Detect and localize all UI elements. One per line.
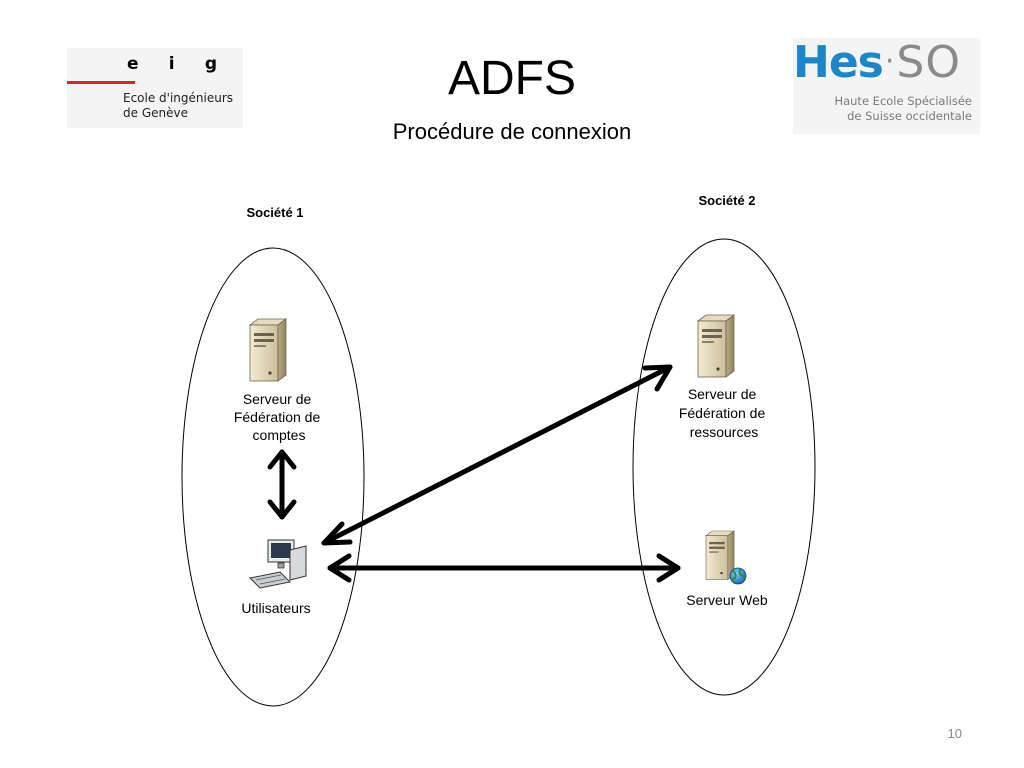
eig-logo-text: Ecole d'ingénieurs de Genève [123,91,234,120]
server-icon [249,318,287,382]
eig-logo-accent-line [67,81,135,84]
web-server-label: Serveur Web [686,592,768,608]
company2-label: Société 2 [698,193,755,208]
arrow-users-resource-federation [321,364,673,546]
company2-federation-label: Serveur de Fédération de ressources [679,386,769,440]
company1-federation-label: Serveur de Fédération de comptes [234,391,324,443]
page-number: 10 [947,726,962,741]
eig-logo: e i g Ecole d'ingénieurs de Genève [67,48,243,128]
slide-subtitle: Procédure de connexion [392,119,632,144]
eig-logo-letters: e i g [127,54,217,74]
arrow-federation-users [267,449,297,520]
web-server-icon [705,530,747,585]
arrow-users-web-server [327,553,681,583]
hesso-logo-tagline: Haute Ecole Spécialisée de Suisse occide… [834,94,972,123]
company2-boundary [632,238,816,696]
users-label: Utilisateurs [241,600,310,616]
server-icon [697,314,735,378]
hesso-logo-brand: Hes·SO [793,37,961,88]
slide-title: ADFS [447,52,576,105]
workstation-icon [248,539,307,589]
hesso-logo: Hes·SO Haute Ecole Spécialisée de Suisse… [793,37,980,134]
company1-label: Société 1 [246,205,303,220]
company1-boundary [181,247,365,707]
